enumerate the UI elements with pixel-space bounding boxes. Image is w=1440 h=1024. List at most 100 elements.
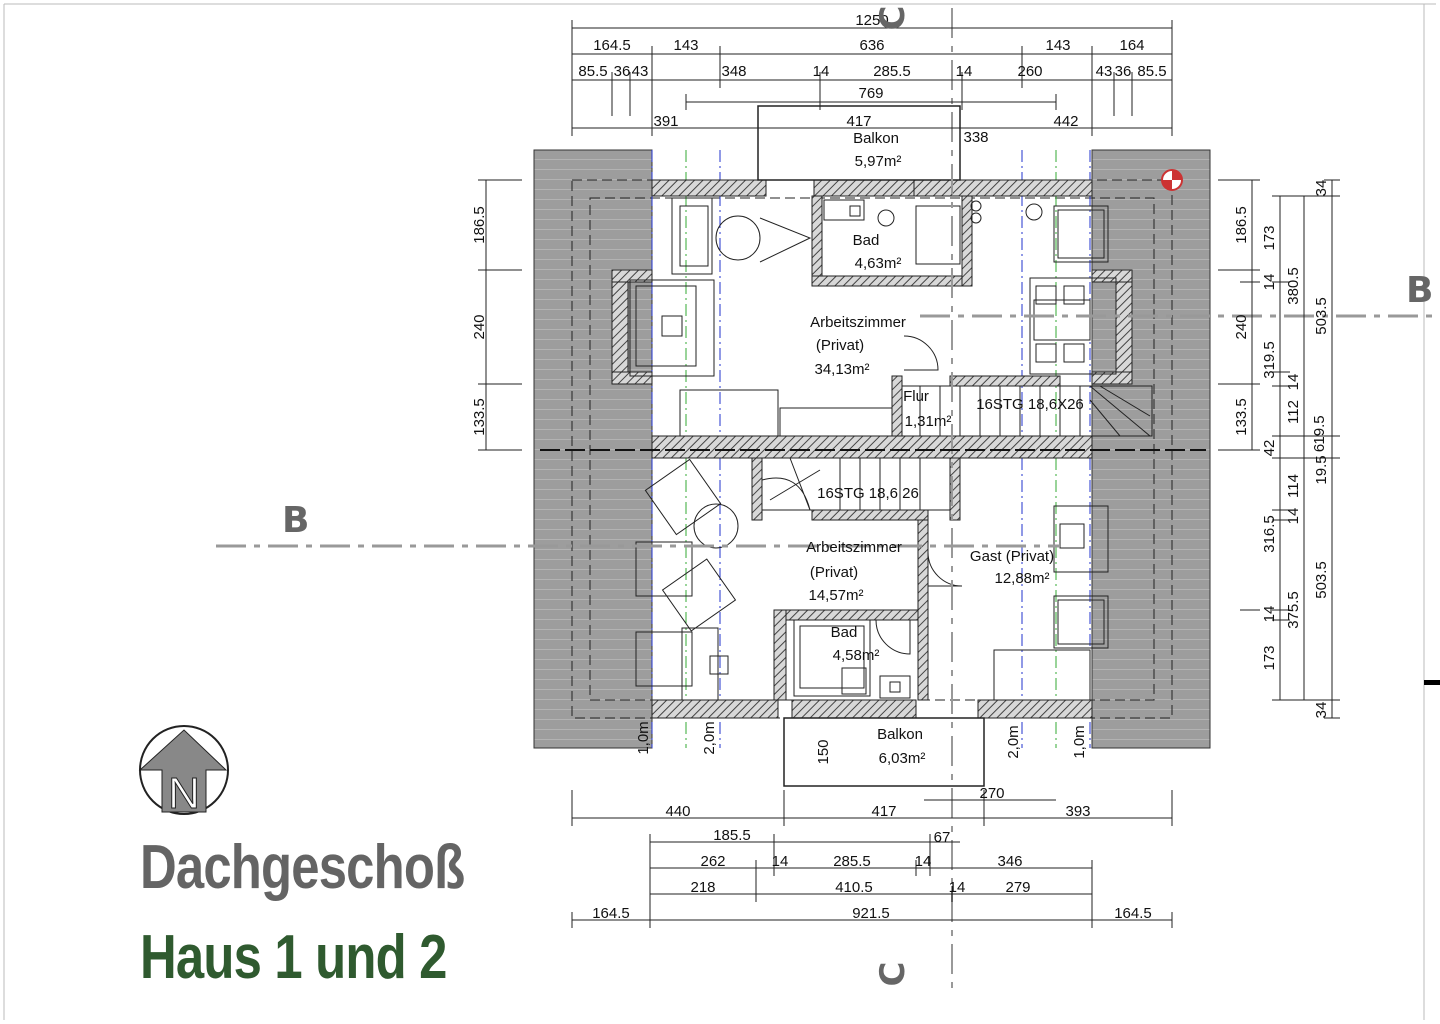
dim-label: 338 xyxy=(963,129,988,146)
clear-height-labels: 1,0m 2,0m 2,0m 1,0m 150 xyxy=(635,721,1088,764)
room-area-gast: 12,88m² xyxy=(994,570,1049,587)
dim-label: 442 xyxy=(1053,113,1078,130)
stair-label-top: 16STG 18,6X26 xyxy=(976,396,1084,413)
dim-label: 240 xyxy=(471,314,488,339)
dim-label: 393 xyxy=(1065,803,1090,820)
clear-height-lines xyxy=(651,150,1091,748)
dimension-lines xyxy=(478,20,1340,928)
dimension-labels-bottom: 440 417 393 270 185.5 67 262 14 285.5 14… xyxy=(592,785,1152,922)
room-area-arbeitszimmer-top: 34,13m² xyxy=(814,361,869,378)
dim-label: 260 xyxy=(1017,63,1042,80)
stairs xyxy=(761,385,1153,511)
dim-label: 173 xyxy=(1261,225,1278,250)
dim-label: 164 xyxy=(1119,37,1144,54)
dim-label: 34 xyxy=(1313,180,1330,197)
dim-label: 164.5 xyxy=(1114,905,1152,922)
dim-label: 133.5 xyxy=(1233,398,1250,436)
room-name-balkon-bottom: Balkon xyxy=(877,726,923,743)
section-marker-c-top: C xyxy=(873,6,913,31)
dimension-labels-top: 1250 164.5 143 636 143 164 85.5 36 43 34… xyxy=(578,12,1166,146)
balcony-bottom xyxy=(783,717,985,787)
dim-label: 503.5 xyxy=(1313,297,1330,335)
dim-label: 1250 xyxy=(855,12,888,29)
dim-label: 133.5 xyxy=(471,398,488,436)
dimension-labels-right: 186.5 240 133.5 173 14 319.5 14 112 42 1… xyxy=(1233,180,1330,719)
room-labels: Balkon 5,97m² Bad 4,63m² Arbeitszimmer (… xyxy=(806,130,1084,767)
dim-label: 270 xyxy=(979,785,1004,802)
dim-label: 36 xyxy=(1115,63,1132,80)
room-sub-arbeitszimmer-bottom: (Privat) xyxy=(810,564,858,581)
dim-label: 19.5 xyxy=(1313,455,1330,484)
section-marker-b-left: B xyxy=(282,500,309,541)
dim-label: 186.5 xyxy=(1233,206,1250,244)
dim-label: 185.5 xyxy=(713,827,751,844)
dim-label: 112 xyxy=(1285,400,1302,424)
dim-label: 440 xyxy=(665,803,690,820)
north-arrow-icon: N xyxy=(138,725,229,819)
dim-label: 503.5 xyxy=(1313,561,1330,599)
dim-label: 348 xyxy=(721,63,746,80)
dim-label: 921.5 xyxy=(852,905,890,922)
room-area-bad-bottom: 4,58m² xyxy=(833,647,880,664)
dim-label: 143 xyxy=(673,37,698,54)
dim-label: 14 xyxy=(915,853,932,870)
section-marker-b-right: B xyxy=(1406,270,1433,311)
dim-label: 14 xyxy=(1285,374,1302,391)
room-name-arbeitszimmer-bottom: Arbeitszimmer xyxy=(806,539,902,556)
dim-label: 319.5 xyxy=(1261,341,1278,379)
dim-label: 417 xyxy=(846,113,871,130)
dim-label: 6 xyxy=(1311,444,1328,452)
room-name-flur: Flur xyxy=(903,388,929,405)
room-area-balkon-top: 5,97m² xyxy=(855,153,902,170)
room-sub-arbeitszimmer-top: (Privat) xyxy=(816,337,864,354)
dim-label: 14 xyxy=(949,879,966,896)
room-area-flur: 1,31m² xyxy=(905,413,952,430)
dim-label: 380.5 xyxy=(1285,267,1302,305)
north-letter: N xyxy=(168,769,200,818)
room-area-balkon-bottom: 6,03m² xyxy=(879,750,926,767)
dim-label: 43 xyxy=(1096,63,1113,80)
dim-label: 375.5 xyxy=(1285,591,1302,629)
dim-label: 164.5 xyxy=(593,37,631,54)
room-name-gast: Gast (Privat) xyxy=(970,548,1054,565)
dim-label: 14 xyxy=(813,63,830,80)
dim-label: 285.5 xyxy=(873,63,911,80)
dim-label: 218 xyxy=(690,879,715,896)
dim-label: 410.5 xyxy=(835,879,873,896)
dim-label: 262 xyxy=(700,853,725,870)
dim-label: 173 xyxy=(1261,645,1278,670)
dim-label: 346 xyxy=(997,853,1022,870)
room-name-arbeitszimmer-top: Arbeitszimmer xyxy=(810,314,906,331)
dim-label: 636 xyxy=(859,37,884,54)
dim-label: 240 xyxy=(1233,314,1250,339)
balconies xyxy=(757,105,985,787)
sheet-frame xyxy=(3,3,1440,1020)
dim-label: 43 xyxy=(632,63,649,80)
height-label: 1,0m xyxy=(635,721,652,754)
dim-label: 164.5 xyxy=(592,905,630,922)
dim-label: 186.5 xyxy=(471,206,488,244)
section-marker-c-bottom: C xyxy=(873,962,913,987)
room-area-bad-top: 4,63m² xyxy=(855,255,902,272)
dimension-labels-left: 186.5 240 133.5 xyxy=(471,206,488,436)
dim-label: 19.5 xyxy=(1311,415,1328,444)
height-label: 2,0m xyxy=(1005,725,1022,758)
room-name-balkon-top: Balkon xyxy=(853,130,899,147)
dim-label: 85.5 xyxy=(1137,63,1166,80)
dim-label: 417 xyxy=(871,803,896,820)
dim-label: 391 xyxy=(653,113,678,130)
furniture xyxy=(629,197,1117,701)
balcony-top xyxy=(757,105,961,181)
dim-label: 67 xyxy=(934,829,951,846)
stair-label-bottom: 16STG 18,6 26 xyxy=(817,485,919,502)
dim-label: 143 xyxy=(1045,37,1070,54)
dim-label: 14 xyxy=(956,63,973,80)
dim-label: 150 xyxy=(815,739,832,764)
walls xyxy=(611,179,1133,719)
dim-label: 316.5 xyxy=(1261,515,1278,553)
dim-label: 285.5 xyxy=(833,853,871,870)
dim-label: 14 xyxy=(772,853,789,870)
room-name-bad-bottom: Bad xyxy=(831,624,858,641)
section-markers: B B C C xyxy=(282,6,1433,987)
